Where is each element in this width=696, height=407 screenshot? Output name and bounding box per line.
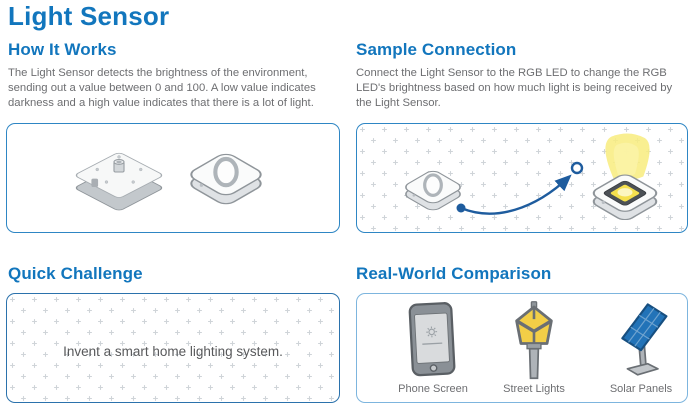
phone-icon	[378, 301, 488, 379]
connection-arrow	[456, 161, 584, 215]
sample-connection-heading: Sample Connection	[356, 40, 517, 59]
rgb-led-illustration	[592, 133, 658, 220]
street-light-icon	[479, 301, 589, 380]
solar-panel-icon	[586, 301, 696, 379]
challenge-prompt: Invent a smart home lighting system.	[63, 344, 283, 359]
connector-start-dot	[456, 203, 466, 213]
page-title: Light Sensor	[8, 1, 170, 31]
real-world-item-phone: Phone Screen	[378, 301, 488, 399]
sample-connection-panel	[356, 123, 688, 233]
real-world-item-solar-panel: Solar Panels	[586, 301, 696, 399]
how-it-works-description: The Light Sensor detects the brightness …	[8, 67, 316, 109]
real-world-item-label: Solar Panels	[609, 383, 673, 395]
sample-connection-description: Connect the Light Sensor to the RGB LED …	[356, 67, 673, 109]
real-world-heading: Real-World Comparison	[356, 264, 552, 283]
how-it-works-panel	[6, 123, 340, 233]
real-world-panel: Phone Screen Street Lights	[356, 293, 688, 403]
light-sensor-photo	[75, 152, 163, 211]
quick-challenge-heading: Quick Challenge	[8, 264, 143, 283]
connector-end-ring	[570, 161, 584, 175]
real-world-item-label: Street Lights	[503, 383, 565, 395]
real-world-item-street-light: Street Lights	[479, 301, 589, 399]
light-sensor-illustration	[190, 153, 262, 205]
real-world-item-label: Phone Screen	[398, 383, 468, 395]
quick-challenge-panel: Invent a smart home lighting system.	[6, 293, 340, 403]
light-sensor-illustration	[405, 170, 461, 211]
how-it-works-heading: How It Works	[8, 40, 117, 59]
dot-grid-background	[7, 294, 339, 402]
